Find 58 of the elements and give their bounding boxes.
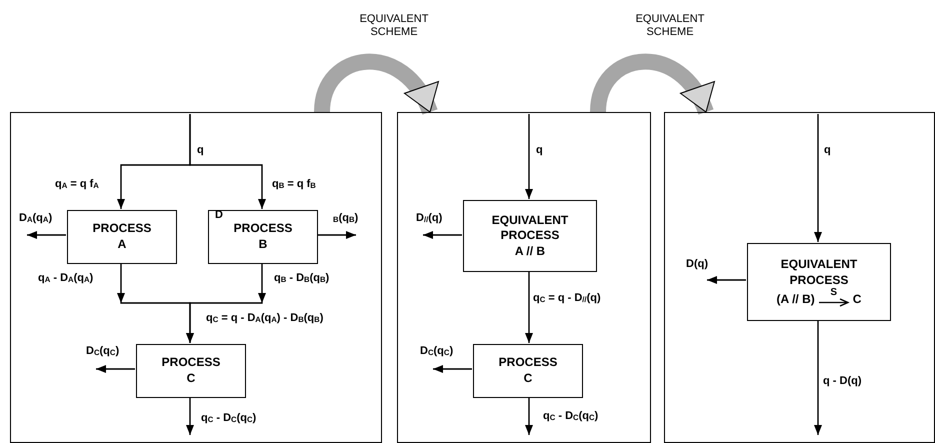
process-label: C bbox=[524, 371, 532, 387]
process-label: A // B bbox=[514, 244, 546, 260]
arrow bbox=[317, 231, 356, 239]
edge-label: D$_{C}$(q$_{C}$) bbox=[420, 345, 454, 358]
arrow bbox=[189, 114, 266, 209]
flow-label: q bbox=[197, 144, 204, 158]
arrow bbox=[525, 114, 533, 199]
edge-label: D$_{//}$(q) bbox=[416, 212, 442, 226]
process-name: (A // B) bbox=[776, 292, 815, 308]
arrow bbox=[433, 365, 472, 373]
edge-label: D$_{C}$(q$_{C}$) bbox=[86, 345, 120, 358]
edge-label: q bbox=[824, 144, 831, 158]
process-name: PROCESS bbox=[498, 355, 558, 371]
arrow bbox=[96, 365, 135, 373]
process-name: C bbox=[852, 292, 862, 308]
edge-label: q$_{C}$ = q - D$_{//}$(q) bbox=[533, 292, 601, 306]
panel-frame bbox=[397, 112, 651, 443]
arrow-caption: EQUIVALENT SCHEME bbox=[358, 13, 430, 38]
arrow bbox=[525, 271, 533, 343]
panel-frame bbox=[664, 112, 935, 443]
edge-label: $_{B}$(q$_{B}$) bbox=[333, 212, 358, 226]
arrow bbox=[525, 397, 533, 435]
arrow bbox=[814, 114, 822, 242]
arrow bbox=[423, 231, 462, 239]
edge-label: q$_{B}$ = q f$_{B}$ bbox=[272, 178, 316, 192]
process-box bbox=[463, 200, 597, 272]
edge-label: q$_{A}$ - D$_{A}$(q$_{A}$) bbox=[38, 272, 94, 286]
arrow-label: S bbox=[830, 288, 838, 298]
edge-label: q$_{B}$ - D$_{B}$(q$_{B}$) bbox=[274, 272, 330, 286]
edge-label: q bbox=[536, 144, 543, 158]
edge-label: D$_{A}$(q$_{A}$) bbox=[19, 212, 52, 226]
curved-block-arrow bbox=[590, 54, 714, 116]
process-box bbox=[67, 210, 177, 264]
process-box bbox=[473, 344, 583, 398]
arrow bbox=[707, 276, 746, 284]
edge-label: q$_{C}$ - D$_{C}$(q$_{C}$) bbox=[543, 410, 598, 424]
arrow bbox=[814, 320, 822, 435]
edge-label: q$_{A}$ = q f$_{A}$ bbox=[55, 178, 99, 192]
process-label: B bbox=[258, 237, 268, 253]
process-box bbox=[136, 344, 246, 398]
process-name: PROCESS bbox=[234, 221, 292, 237]
arrow-caption: EQUIVALENT SCHEME bbox=[634, 13, 706, 38]
process-name: EQUIVALENT PROCESS bbox=[780, 256, 858, 288]
arrow bbox=[27, 231, 66, 239]
curved-block-arrow bbox=[314, 54, 438, 116]
flow-label: q$_{C}$ = q - D$_{A}$(q$_{A}$) - D$_{B}$(q$_{B}$) bbox=[206, 312, 324, 326]
arrow bbox=[186, 397, 194, 435]
panel-frame bbox=[10, 112, 382, 443]
process-box bbox=[747, 243, 891, 321]
process-name: PROCESS bbox=[162, 355, 220, 371]
edge-label: q - D(q) bbox=[823, 375, 862, 388]
edge-label: q$_{C}$ - D$_{C}$(q$_{C}$) bbox=[201, 412, 256, 426]
edge-label: D(q) bbox=[686, 258, 708, 272]
process-label: C bbox=[186, 371, 196, 387]
process-box bbox=[208, 210, 318, 264]
process-name: EQUIVALENT PROCESS bbox=[490, 212, 570, 244]
process-name: PROCESS bbox=[92, 221, 152, 237]
process-label: A bbox=[118, 237, 126, 253]
